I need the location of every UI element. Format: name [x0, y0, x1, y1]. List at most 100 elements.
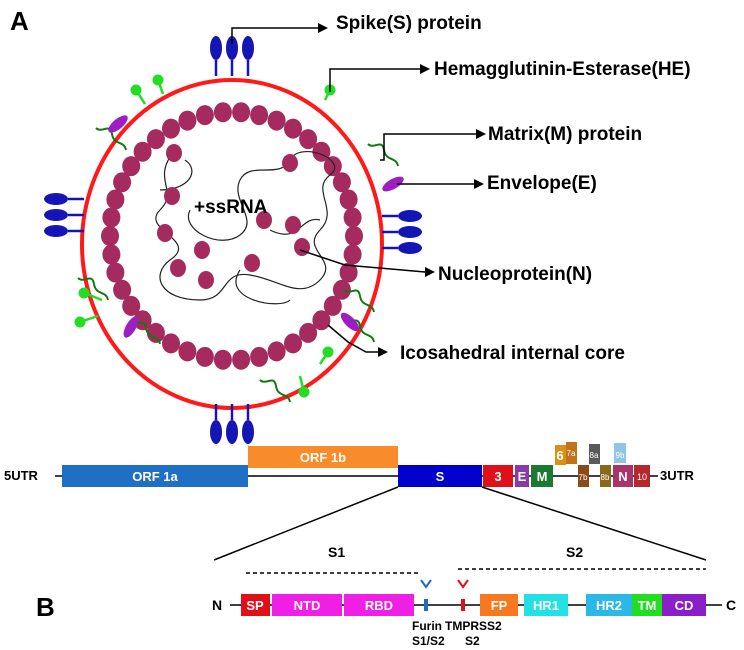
nucleocapsid-bead: [162, 118, 180, 139]
spike-head: [44, 209, 68, 221]
domain-hr2: [586, 594, 632, 616]
nucleocapsid-bead: [323, 295, 342, 316]
rna-nucleoprotein-bead: [244, 254, 260, 272]
spike-head: [44, 193, 68, 205]
nucleocapsid-bead: [102, 207, 121, 228]
spike-head: [398, 226, 422, 238]
nucleocapsid-bead: [299, 129, 318, 150]
gene-8a-label: 8a: [590, 451, 599, 460]
m-protein: [259, 379, 291, 403]
rna-nucleoprotein-bead: [282, 154, 298, 172]
nucleocapsid-bead: [232, 349, 251, 370]
domain-rbd: [344, 594, 414, 616]
callout-spike: Spike(S) protein: [336, 13, 482, 34]
domain-fp-label: FP: [491, 598, 508, 613]
s1-label: S1: [328, 544, 345, 560]
furin-site-mark: [424, 599, 428, 611]
e-gene-box: [515, 465, 529, 487]
nucleocapsid-bead: [106, 189, 125, 210]
genome-map: 5UTR 3UTR ORF 1a ORF 1b S 3 E M 6 7a 7b …: [4, 442, 695, 487]
domain-hr2-label: HR2: [596, 598, 622, 613]
nucleocapsid-bead: [113, 172, 132, 193]
nucleocapsid-bead: [267, 110, 286, 131]
tmprss2-cleavage-chevron: [457, 579, 469, 589]
nucleocapsid-bead: [101, 226, 119, 246]
callout-core: Icosahedral internal core: [400, 343, 625, 364]
nucleocapsid-bead: [250, 105, 269, 126]
domain-hr1-label: HR1: [533, 598, 559, 613]
domain-sp: [241, 594, 270, 616]
spike-head: [226, 420, 238, 444]
nucleocapsid-bead: [102, 244, 121, 265]
nucleocapsid-bead: [345, 226, 363, 246]
n-gene-label: N: [618, 469, 627, 484]
gene-9b-label: 9b: [616, 451, 625, 460]
e-protein: [123, 316, 139, 338]
gene-8a-box: [589, 444, 600, 464]
nucleocapsid-bead: [146, 129, 165, 150]
tmprss2-label: TMPRSS2: [445, 619, 502, 633]
domain-cd-label: CD: [675, 598, 694, 613]
rna-nucleoprotein-beads: [157, 144, 310, 289]
nucleocapsid-bead: [343, 244, 362, 265]
he-head: [78, 287, 90, 299]
nucleocapsid-bead: [250, 346, 269, 367]
tmprss2-site-mark: [461, 599, 465, 611]
nucleocapsid-bead: [122, 295, 141, 316]
m-protein: [343, 289, 375, 313]
rna-nucleoprotein-bead: [166, 144, 182, 162]
gene-3-label: 3: [494, 469, 501, 484]
spike-head: [242, 36, 254, 60]
gene-3-box: [483, 465, 513, 487]
furin-label: Furin: [412, 619, 442, 633]
rna-nucleoprotein-bead: [256, 211, 272, 229]
domain-sp-label: SP: [246, 598, 264, 613]
expand-line-left: [213, 486, 399, 561]
he-head: [152, 74, 164, 86]
nucleocapsid-bead: [339, 262, 358, 283]
nucleocapsid-bead: [133, 310, 152, 331]
he-head: [298, 386, 310, 398]
furin-cleavage-chevron: [420, 579, 432, 589]
nucleocapsid-bead: [332, 279, 351, 300]
s-gene-label: S: [436, 469, 445, 484]
orf1a-label: ORF 1a: [132, 469, 178, 484]
e-protein: [108, 115, 128, 133]
nucleocapsid-bead: [339, 189, 358, 210]
domain-hr1: [524, 594, 568, 616]
nucleocapsid-bead: [195, 105, 214, 126]
nucleocapsid-bead-ring: [101, 102, 363, 370]
furin-site-label: S1/S2: [412, 634, 445, 648]
domain-fp: [480, 594, 518, 616]
e-protein: [340, 312, 360, 332]
callout-leaders: [231, 27, 476, 353]
callout-nucleoprotein: Nucleoprotein(N): [438, 264, 592, 285]
rna-nucleoprotein-bead: [285, 216, 301, 234]
orf1b-box: [248, 446, 398, 468]
nucleocapsid-bead: [299, 322, 318, 343]
nucleocapsid-bead: [106, 262, 125, 283]
tmprss2-site-label: S2: [465, 634, 480, 648]
m-protein: [95, 127, 127, 151]
nucleocapsid-bead: [284, 118, 302, 139]
nucleocapsid-bead: [267, 341, 286, 362]
m-protein: [367, 143, 399, 167]
nucleocapsid-bead: [343, 207, 362, 228]
panel-b-label: B: [36, 592, 55, 622]
spike-head: [398, 242, 422, 254]
expand-line-right: [481, 486, 707, 561]
domain-rbd-label: RBD: [365, 598, 393, 613]
callout-he: Hemagglutinin-Esterase(HE): [434, 59, 691, 80]
spike-head: [210, 420, 222, 444]
gene-7b-box: [578, 465, 589, 487]
nucleocapsid-bead: [332, 172, 351, 193]
nucleocapsid-bead: [178, 110, 197, 131]
he-head: [74, 316, 86, 328]
gene-8b-box: [600, 465, 611, 487]
m-protein: [77, 277, 109, 301]
gene-6-label: 6: [556, 448, 563, 463]
gene-10-box: [634, 465, 650, 487]
gene-7a-box: [566, 442, 577, 464]
domain-ntd: [272, 594, 342, 616]
